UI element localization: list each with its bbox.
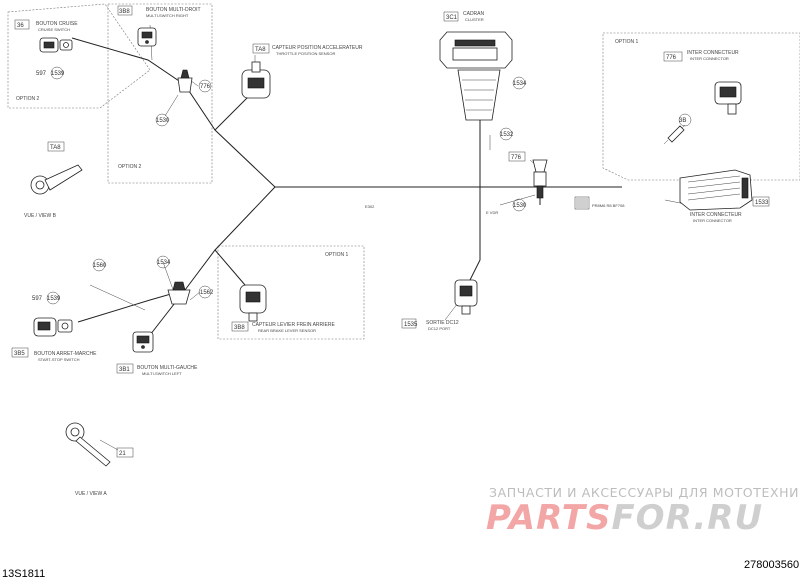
watermark: ЗАПЧАСТИ И АКСЕССУАРЫ ДЛЯ МОТОТЕХНИКИ PA…: [486, 485, 800, 538]
callout-21: 3C1: [446, 15, 458, 21]
throttle-en-label: THROTTLE POSITION SENSOR: [276, 51, 335, 56]
throttle-sensor-icon: [241, 61, 271, 99]
callout-36: 36: [17, 23, 24, 29]
multiswitch-right-fr-label: BOUTON MULTI-DROIT: [146, 7, 201, 13]
brake-fr-label: CAPTEUR LEVIER FREIN ARRIERE: [252, 322, 335, 328]
callout-1534-top: 1534: [513, 81, 527, 87]
inter-conn-en-label: INTER CONNECTOR: [690, 56, 729, 61]
harness-clip-bottom-icon: [167, 281, 191, 305]
multiswitch-left-fr-label: BOUTON MULTI-GAUCHE: [137, 365, 198, 371]
option1-right-label: OPTION 1: [615, 39, 639, 45]
cruise-fr-label: BOUTON CRUISE: [36, 21, 78, 27]
wire-code-label: E VDR: [486, 210, 498, 215]
leader-lines: [54, 55, 691, 451]
option2-frame-top: [7, 3, 151, 109]
callout-3b8-bottom: 3B8: [234, 325, 245, 331]
inter-conn-fr-label: INTER CONNECTEUR: [687, 50, 739, 56]
start-stop-switch-icon: [33, 317, 73, 337]
callout-1560: 1560: [93, 263, 107, 269]
callout-3b5: 3B5: [14, 351, 25, 357]
socket-en-label: DC12 PORT: [428, 326, 451, 331]
view-a-label: VUE / VIEW A: [75, 491, 107, 497]
callouts: 36 3B8 TA8 597 1539 776 1530 1534 1532 7…: [11, 5, 770, 458]
option1-mid-label: OPTION 1: [325, 252, 349, 258]
callout-1539-bottom: 1539: [47, 296, 61, 302]
inter-connector-large-icon: [679, 169, 753, 211]
callout-1539-top: 1539: [51, 71, 65, 77]
option2-top-label: OPTION 2: [16, 96, 40, 102]
throttle-fr-label: CAPTEUR POSITION ACCELERATEUR: [272, 45, 363, 51]
callout-597-top: 597: [36, 71, 47, 77]
callout-3c1: 1533: [755, 200, 769, 206]
component-labels: OPTION 2 OPTION 2 OPTION 1 OPTION 1 BOUT…: [16, 7, 742, 497]
tag-barcode-icon: [574, 196, 590, 210]
watermark-brand-b: FOR.RU: [611, 498, 763, 538]
inter-conn2-fr-label: INTER CONNECTEUR: [690, 212, 742, 218]
callout-3b-view-a: 21: [119, 451, 126, 457]
view-b-label: VUE / VIEW B: [24, 213, 57, 219]
inter-connector-small-icon: [714, 81, 742, 115]
terminal-pin-icon: [663, 125, 685, 145]
dc12-socket-icon: [454, 279, 478, 315]
cruise-en-label: CRUISE SWITCH: [38, 27, 70, 32]
view-a-clamp-icon: [65, 422, 111, 467]
callout-776-mid: 776: [511, 155, 522, 161]
watermark-brand: PARTSFOR.RU: [486, 498, 763, 538]
socket-fr-label: SORTIE DC12: [426, 320, 459, 326]
brake-en-label: REAR BRAKE LEVER SENSOR: [258, 328, 316, 333]
cluster-fr-label: CADRAN: [463, 11, 485, 17]
callout-1530-mid: 1530: [513, 203, 527, 209]
callout-1535: 776: [666, 55, 677, 61]
watermark-brand-a: PARTS: [486, 498, 611, 538]
cruise-switch-icon: [39, 37, 73, 53]
startstop-fr-label: BOUTON ARRET-MARCHE: [34, 351, 97, 357]
callout-3b1: 3B1: [119, 367, 130, 373]
inter-conn2-en-label: INTER CONNECTOR: [693, 218, 732, 223]
callout-776-top: 776: [200, 84, 211, 90]
callout-ta8-left: TA8: [50, 145, 61, 151]
callout-1532: 1532: [500, 132, 514, 138]
multi-switch-right-icon: [137, 27, 157, 47]
fuse-holder-icon: [532, 159, 548, 199]
harness-clip-top-icon: [177, 69, 193, 93]
cluster-en-label: CLUSTER: [465, 17, 484, 22]
drawing-code-right: 278003560: [744, 559, 799, 571]
multiswitch-right-en-label: MULTI-SWITCH RIGHT: [146, 13, 189, 18]
drawing-code-left: 13S1811: [2, 568, 45, 580]
option2-mid-label: OPTION 2: [118, 164, 142, 170]
multi-switch-left-icon: [132, 331, 154, 353]
callout-ta8-top: TA8: [255, 47, 266, 53]
callout-3b: 1535: [404, 322, 418, 328]
callout-1534-bottom: 1534: [157, 260, 171, 266]
callout-1530-top: 1530: [156, 118, 170, 124]
view-b-clamp-icon: [30, 164, 83, 195]
callout-3b8: 3B8: [119, 9, 130, 15]
brake-sensor-icon: [239, 284, 267, 322]
watermark-tagline: ЗАПЧАСТИ И АКСЕССУАРЫ ДЛЯ МОТОТЕХНИКИ: [489, 485, 800, 500]
tag-code-label: PR8M6 R8 BF708: [592, 203, 625, 208]
option1-frame-mid: [217, 245, 365, 340]
callout-1533: 3B: [679, 118, 686, 124]
startstop-en-label: START-STOP SWITCH: [38, 357, 80, 362]
multiswitch-left-en-label: MULTI-SWITCH LEFT: [142, 371, 182, 376]
callout-597-bottom: 597: [32, 296, 43, 302]
callout-776-bottom: 1562: [200, 290, 214, 296]
wire-mid-label: E302: [365, 204, 375, 209]
cluster-connector-icon: [439, 31, 513, 121]
